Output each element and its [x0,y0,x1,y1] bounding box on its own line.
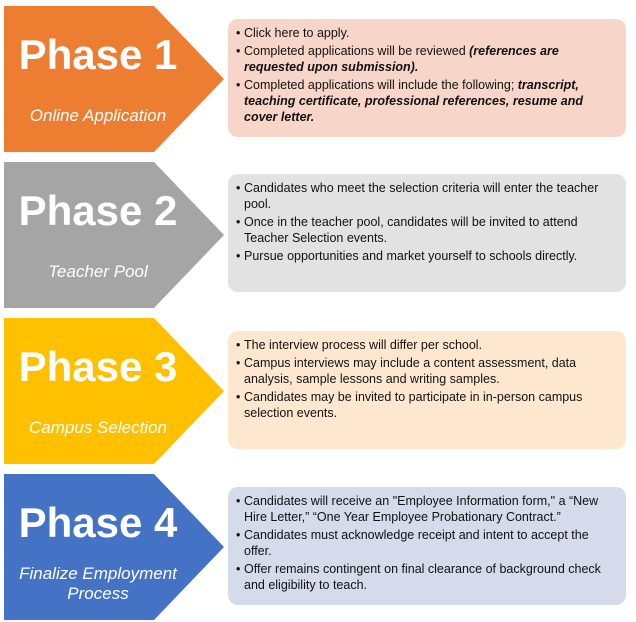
bullet-text: Candidates who meet the selection criter… [244,181,599,211]
bullet-item: •Candidates must acknowledge receipt and… [236,527,618,559]
bullet-emphasis-text: (references are requested upon submissio… [244,44,559,74]
bullet-glyph: • [236,356,241,370]
bullet-list: •Candidates who meet the selection crite… [236,180,618,264]
phase-2-subtitle: Teacher Pool [4,262,192,282]
bullet-glyph: • [236,181,241,195]
phase-3-title: Phase 3 [18,343,178,390]
chevron-arrow-shape [4,474,224,620]
chevron-fill [4,162,224,308]
bullet-list: •Candidates will receive an "Employee In… [236,493,618,593]
bullet-emphasis-text: transcript, teaching certificate, profes… [244,78,584,124]
bullet-text: Once in the teacher pool, candidates wil… [244,215,578,245]
bullet-glyph: • [236,390,241,404]
bullet-text: Candidates will receive an "Employee Inf… [244,494,599,524]
chevron-fill [4,6,224,152]
bullet-item: •Completed applications will be reviewed… [236,43,618,75]
chevron-fill [4,474,224,620]
bullet-text: Candidates may be invited to participate… [244,390,583,420]
phase-1-chevron: Phase 1 Online Application [4,6,224,152]
bullet-glyph: • [236,528,241,542]
chevron-arrow-shape [4,162,224,308]
bullet-glyph: • [236,338,241,352]
chevron-arrow-shape [4,318,224,464]
phase-4-details-box: •Candidates will receive an "Employee In… [228,487,626,605]
bullet-glyph: • [236,44,241,58]
phase-3-chevron: Phase 3 Campus Selection [4,318,224,464]
bullet-list: •Click here to apply.•Completed applicat… [236,25,618,125]
bullet-text: The interview process will differ per sc… [244,338,483,352]
bullet-item: •Candidates may be invited to participat… [236,389,618,421]
bullet-glyph: • [236,494,241,508]
bullet-glyph: • [236,562,241,576]
bullet-item: •Candidates will receive an "Employee In… [236,493,618,525]
bullet-item: •The interview process will differ per s… [236,337,618,353]
bullet-item: •Click here to apply. [236,25,618,41]
bullet-item: •Candidates who meet the selection crite… [236,180,618,212]
bullet-text: Offer remains contingent on final cleara… [244,562,601,592]
bullet-text: Pursue opportunities and market yourself… [244,249,578,263]
phase-1-details-box: •Click here to apply.•Completed applicat… [228,19,626,137]
phase-3-subtitle: Campus Selection [4,418,192,438]
bullet-glyph: • [236,215,241,229]
bullet-item: •Pursue opportunities and market yoursel… [236,248,618,264]
bullet-text: Candidates must acknowledge receipt and … [244,528,589,558]
bullet-item: •Once in the teacher pool, candidates wi… [236,214,618,246]
chevron-fill [4,318,224,464]
phase-1-title: Phase 1 [18,31,178,78]
bullet-glyph: • [236,249,241,263]
subtitle-line: Campus Selection [29,418,167,437]
bullet-text: Click here to apply. [244,26,350,40]
bullet-text: Completed applications will include the … [244,78,518,92]
bullet-item: •Offer remains contingent on final clear… [236,561,618,593]
bullet-text: Completed applications will be reviewed [244,44,470,58]
phase-3-details-box: •The interview process will differ per s… [228,331,626,449]
phase-2-title: Phase 2 [18,187,178,234]
phase-2-chevron: Phase 2 Teacher Pool [4,162,224,308]
bullet-item: •Campus interviews may include a content… [236,355,618,387]
phase-4-title: Phase 4 [18,499,178,546]
subtitle-line: Teacher Pool [48,262,148,281]
phase-2-details-box: •Candidates who meet the selection crite… [228,174,626,292]
bullet-glyph: • [236,26,241,40]
bullet-glyph: • [236,78,241,92]
bullet-text: Campus interviews may include a content … [244,356,577,386]
phase-1-subtitle: Online Application [4,106,192,126]
subtitle-line: Finalize Employment [19,564,177,583]
bullet-list: •The interview process will differ per s… [236,337,618,421]
subtitle-line: Process [67,584,129,603]
subtitle-line: Online Application [29,106,167,125]
bullet-item: •Completed applications will include the… [236,77,618,125]
chevron-arrow-shape [4,6,224,152]
